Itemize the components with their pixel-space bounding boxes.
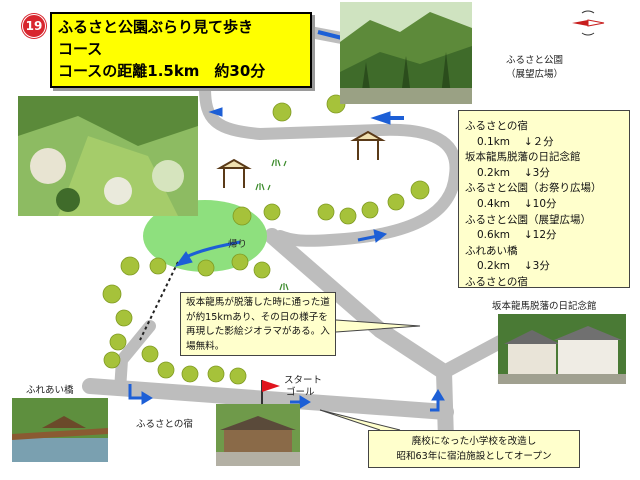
arrow-icon — [208, 107, 223, 117]
tree-icon — [181, 365, 199, 383]
title-box: ふるさと公園ぶらり見て歩き コース コースの距離1.5km 約30分 — [50, 12, 312, 88]
title-line-3: コースの距離1.5km 約30分 — [58, 62, 266, 80]
tree-icon — [231, 253, 249, 271]
grass — [255, 159, 289, 291]
arrow-icon — [141, 391, 153, 405]
route-time: 0.4km ↓10分 — [477, 197, 557, 210]
compass-icon — [572, 10, 605, 36]
tree-icon — [229, 367, 247, 385]
tree-icon — [115, 309, 133, 327]
photo-hillside-trees — [18, 96, 198, 216]
tree-icon — [197, 259, 215, 277]
tree-icon — [232, 206, 252, 226]
photo-mountain-park — [340, 2, 472, 104]
arrow-icon — [299, 395, 311, 409]
tree-icon — [102, 284, 122, 304]
callout-pointers — [319, 319, 421, 431]
photo-memorial-hall — [498, 314, 626, 384]
tree-icon — [410, 180, 430, 200]
arrow-icon — [431, 389, 445, 401]
tree-icon — [141, 345, 159, 363]
tree-icon — [272, 102, 292, 122]
route-step: ふるさと公園（お祭り広場） — [465, 182, 602, 195]
roads — [82, 26, 507, 448]
route-step: ふるさとの宿 — [465, 275, 528, 288]
route-step: ふれあい橋 — [465, 244, 518, 257]
photo-furusato-inn — [216, 404, 300, 466]
road-loop — [199, 82, 462, 247]
label-furusato-inn: ふるさとの宿 — [136, 419, 193, 430]
route-number-badge: 19 — [22, 14, 46, 38]
inn-callout: 廃校になった小学校を改造し 昭和63年に宿泊施設としてオープン — [368, 430, 580, 468]
trees — [102, 94, 430, 385]
photo-fureai-bridge — [12, 398, 108, 462]
arrow-icon — [373, 229, 388, 243]
label-park-observation: ふるさと公園 （展望広場） — [506, 55, 564, 80]
pavilion-icon — [350, 130, 386, 160]
route-time: 0.1km ↓２分 — [477, 135, 554, 148]
label-goal: ゴール — [286, 387, 315, 398]
label-fureai-bridge: ふれあい橋 — [26, 385, 74, 396]
arrow-icon — [174, 251, 193, 267]
route-time: 0.2km ↓3分 — [477, 260, 550, 273]
tree-icon — [263, 203, 281, 221]
tree-icon — [157, 361, 175, 379]
diorama-callout: 坂本龍馬が脱藩した時に通った道が約15kmあり、その日の様子を再現した影絵ジオラ… — [180, 292, 336, 356]
flag-icon — [261, 380, 280, 404]
route-step: ふるさとの宿 — [465, 120, 528, 132]
tree-icon — [109, 333, 127, 351]
tree-icon — [149, 257, 167, 275]
road-bottom — [82, 378, 454, 420]
tree-icon — [361, 201, 379, 219]
tree-icon — [103, 351, 121, 369]
route-time: 0.6km ↓12分 — [477, 229, 557, 242]
label-memorial-hall: 坂本龍馬脱藩の日記念館 — [492, 301, 597, 312]
road-branch — [437, 335, 507, 379]
arrow-icon — [370, 111, 391, 125]
route-arrows — [128, 30, 445, 412]
label-start: スタート — [284, 375, 323, 386]
tree-icon — [253, 261, 271, 279]
historic-path — [139, 261, 179, 341]
tree-icon — [207, 365, 225, 383]
title-line-2: コース — [58, 40, 103, 58]
route-time: 0.2km ↓3分 — [477, 166, 550, 179]
tree-icon — [387, 193, 405, 211]
route-info-panel: ふるさとの宿 0.1km ↓２分 坂本龍馬脱藩の日記念館 0.2km ↓3分 ふ… — [458, 110, 630, 288]
label-return: 帰り — [228, 239, 248, 250]
tree-icon — [120, 256, 140, 276]
tree-icon — [317, 203, 335, 221]
pavilion-icon — [216, 158, 252, 188]
route-step: ふるさと公園（展望広場） — [465, 213, 591, 226]
tree-icon — [339, 207, 357, 225]
route-step: 坂本龍馬脱藩の日記念館 — [465, 151, 581, 164]
title-line-1: ふるさと公園ぶらり見て歩き — [58, 18, 254, 36]
